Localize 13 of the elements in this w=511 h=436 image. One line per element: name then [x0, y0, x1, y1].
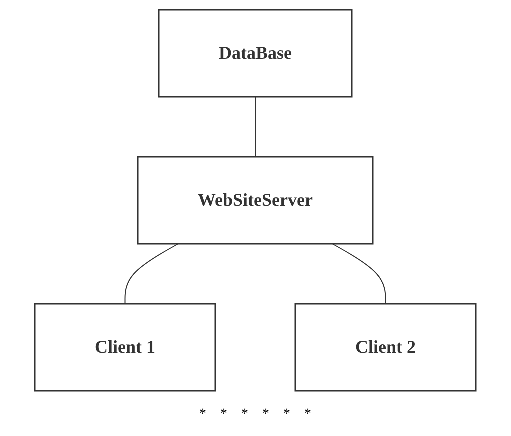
- multiplicity-label: *: [242, 407, 248, 423]
- connector: [255, 96, 256, 157]
- multiplicity-label: *: [284, 407, 290, 423]
- multiplicity-label: *: [200, 407, 206, 423]
- connector: [332, 243, 386, 304]
- node-box: DataBase: [158, 8, 353, 98]
- node-box: Client 2: [294, 302, 477, 392]
- multiplicity-label: *: [304, 407, 312, 423]
- node-box: Client 1: [34, 302, 216, 392]
- connector: [124, 243, 179, 304]
- multiplicity-label: *: [262, 407, 270, 423]
- node-box: WebSiteServer: [137, 156, 374, 244]
- multiplicity-label: *: [220, 407, 228, 423]
